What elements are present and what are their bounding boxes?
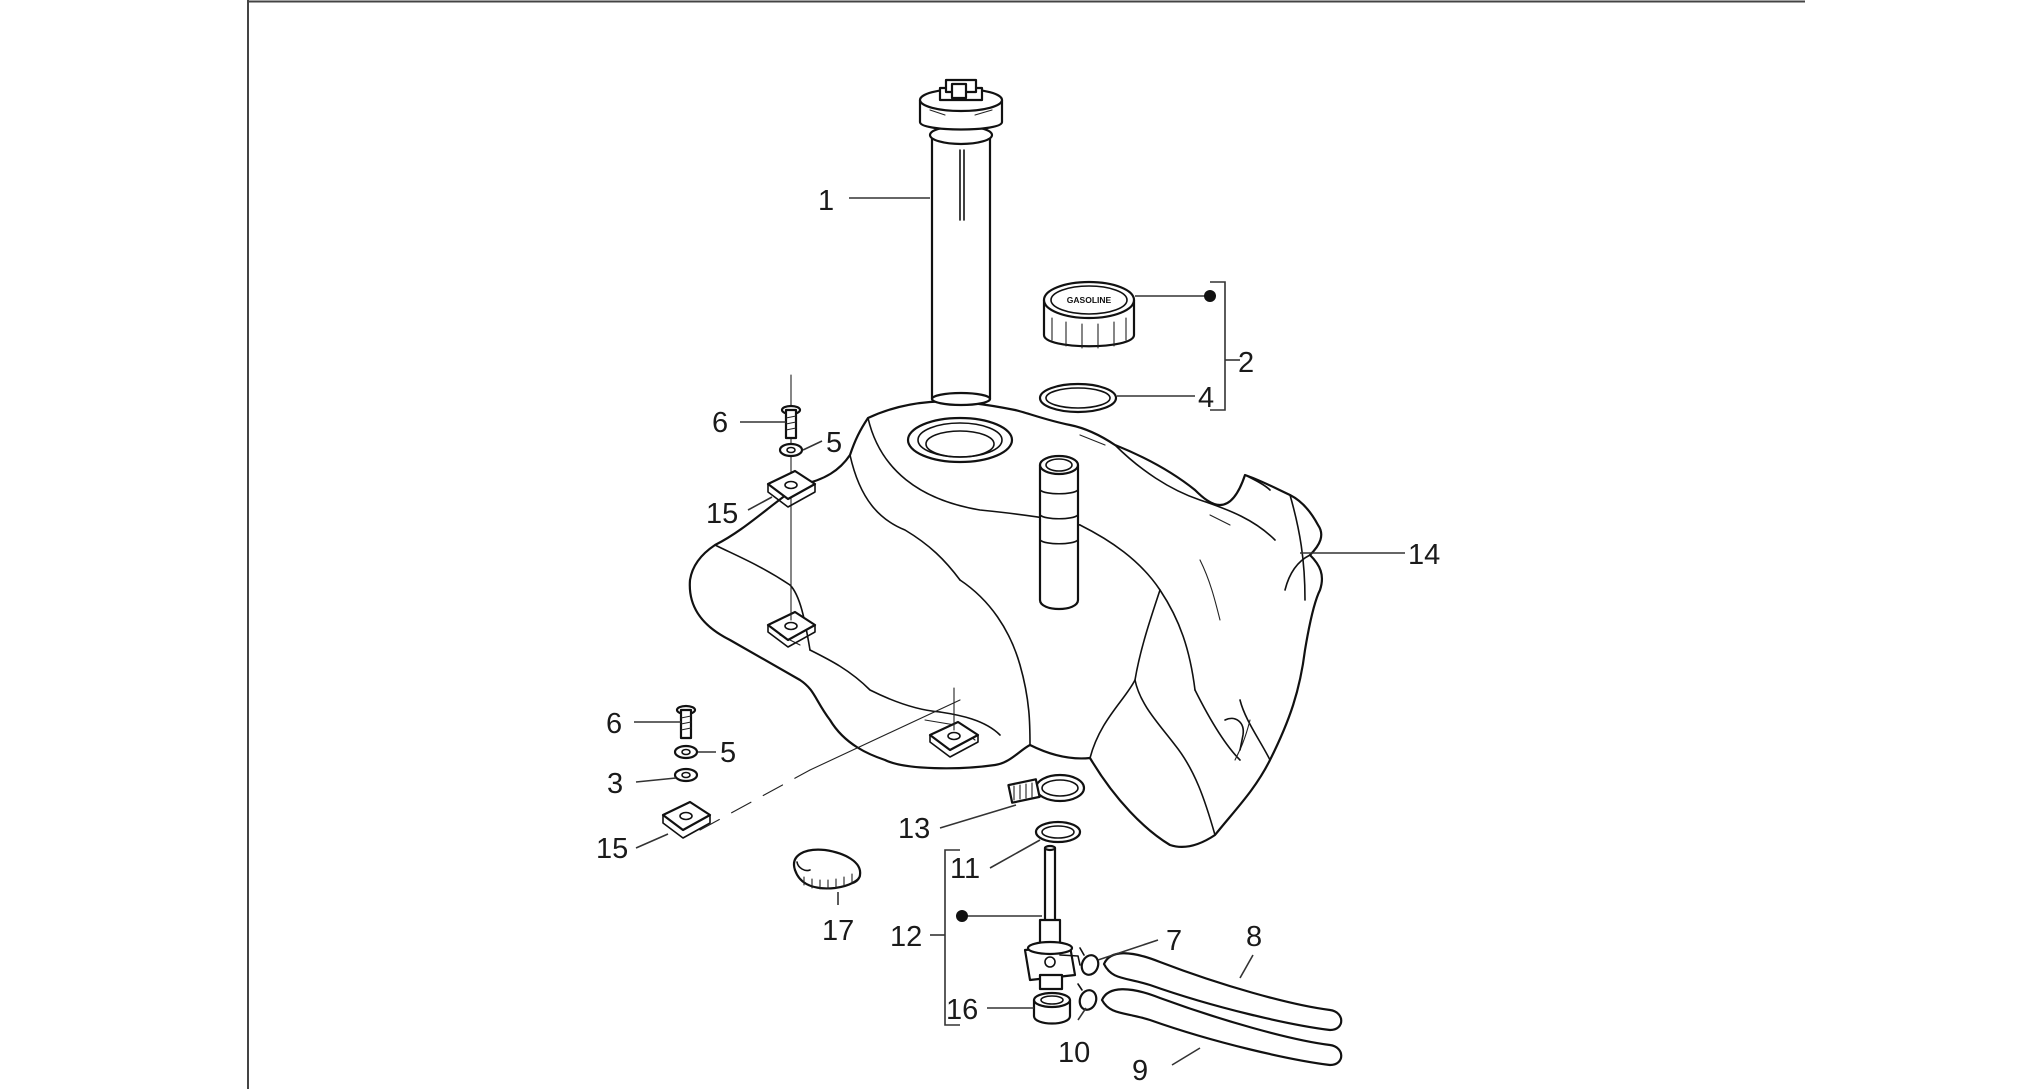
tap-bushing <box>1032 991 1072 1025</box>
cap-o-ring <box>1038 382 1118 414</box>
callout-16: 16 <box>946 994 978 1026</box>
hose-clip-upper <box>1079 947 1100 976</box>
callout-8: 8 <box>1246 921 1262 953</box>
tap-o-ring <box>1034 820 1082 844</box>
callout-5-lower: 5 <box>720 737 736 769</box>
hose-clamp <box>1007 773 1086 804</box>
callout-3: 3 <box>607 768 623 800</box>
callout-1: 1 <box>818 185 834 217</box>
lower-mount-hardware <box>661 699 961 839</box>
callout-13: 13 <box>898 813 930 845</box>
callout-6-upper: 6 <box>712 407 728 439</box>
callout-labels: 1 2 4 6 5 15 14 6 5 3 15 13 11 12 16 7 8… <box>596 185 1440 1087</box>
callout-14: 14 <box>1408 539 1440 571</box>
callout-11: 11 <box>950 853 980 885</box>
fuel-cap: GASOLINE <box>1042 280 1136 349</box>
callout-12: 12 <box>890 921 922 953</box>
callout-7: 7 <box>1166 925 1182 957</box>
fuel-tank-body <box>688 374 1324 849</box>
fuel-level-sender <box>918 78 1004 407</box>
page-frame <box>247 0 1805 1089</box>
cap-label: GASOLINE <box>1067 295 1112 305</box>
callout-5-upper: 5 <box>826 427 842 459</box>
callout-2: 2 <box>1238 347 1254 379</box>
callout-6-lower: 6 <box>606 708 622 740</box>
upper-mount-hardware <box>766 404 817 508</box>
fuel-hose <box>1102 952 1343 1032</box>
callout-17: 17 <box>822 915 854 947</box>
hose-clip-lower <box>1077 983 1098 1011</box>
callout-15-upper: 15 <box>706 498 738 530</box>
band-clamp <box>792 848 862 890</box>
vacuum-hose <box>1100 988 1343 1067</box>
callout-10: 10 <box>1058 1037 1090 1069</box>
callout-15-lower: 15 <box>596 833 628 865</box>
fuel-tap <box>1023 844 1081 991</box>
leader-lines <box>634 197 1405 1066</box>
callout-9: 9 <box>1132 1055 1148 1087</box>
callout-4: 4 <box>1198 382 1214 414</box>
